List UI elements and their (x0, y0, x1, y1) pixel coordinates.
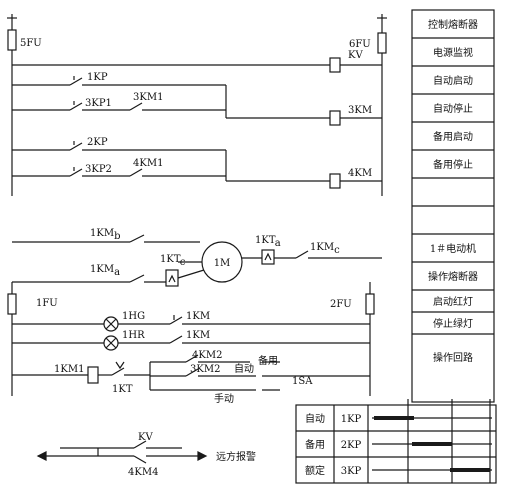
coil-3km (329, 110, 341, 126)
arrow-right (197, 451, 208, 461)
legend-item: 备用停止 (433, 158, 473, 171)
contact-1km-hg (169, 316, 183, 325)
label-4km2: 4KM2 (192, 350, 222, 361)
contact-1km-c (295, 250, 309, 259)
table-cell-contact: 3KP (341, 466, 362, 477)
coil-1kt-top-mark (264, 252, 272, 261)
contact-3kp2 (69, 168, 83, 177)
contact-kv-alarm (133, 440, 147, 449)
legend-item: 1＃电动机 (430, 242, 476, 255)
coil-1kt-mid-mark (168, 274, 176, 283)
table-frame (295, 404, 497, 484)
contact-4km2 (185, 354, 199, 363)
contact-3kp1 (69, 102, 83, 111)
contact-1km-b (129, 234, 145, 243)
legend-item: 操作回路 (433, 351, 473, 364)
contact-3km2 (185, 368, 199, 377)
legend-item: 电源监视 (433, 46, 473, 59)
label-4km1: 4KM1 (133, 158, 163, 169)
legend-item: 控制熔断器 (428, 18, 478, 31)
table-cell-contact: 2KP (341, 440, 362, 451)
coil-kv (329, 57, 341, 73)
label-manual: 手动 (214, 392, 234, 405)
lamp-1hg-x2 (105, 318, 117, 330)
label-2fu: 2FU (330, 299, 352, 310)
label-3km: 3KM (348, 105, 372, 116)
label-3km1: 3KM1 (133, 92, 163, 103)
label-kv-alarm: KV (138, 432, 153, 443)
label-3km2: 3KM2 (190, 364, 220, 375)
fuse-1fu (7, 293, 17, 315)
coil-4km (329, 173, 341, 189)
lamp-1hr-x2 (105, 337, 117, 349)
contact-1kt-delay (115, 361, 125, 370)
contact-1kp (69, 77, 83, 86)
label-1kp: 1KP (87, 72, 108, 83)
label-remote-alarm: 远方报警 (216, 450, 256, 463)
table-cell-contact: 1KP (341, 414, 362, 425)
label-3kp1: 3KP1 (85, 98, 112, 109)
label-6fu: 6FU (349, 39, 371, 50)
label-auto: 自动 (234, 362, 254, 375)
table-cell-mode: 额定 (305, 464, 325, 477)
label-1km-c: 1KMc (310, 242, 340, 256)
label-1km1: 1KM1 (54, 364, 84, 375)
legend-item: 操作熔断器 (428, 270, 478, 283)
legend-item: 自动启动 (433, 74, 473, 87)
legend-item: 备用启动 (433, 130, 473, 143)
contact-3km1 (129, 102, 143, 111)
label-1km-b: 1KMb (90, 228, 120, 242)
label-2kp: 2KP (87, 137, 108, 148)
legend-item: 启动红灯 (433, 295, 473, 308)
label-1km-hg: 1KM (186, 311, 210, 322)
label-4km: 4KM (348, 168, 372, 179)
legend-item: 停止绿灯 (433, 317, 473, 330)
contact-4km1 (129, 168, 143, 177)
contact-1kt (111, 367, 125, 376)
fuse-6fu (377, 32, 387, 54)
coil-1km1 (87, 366, 99, 384)
fuse-2fu (365, 293, 375, 315)
label-1kt-bottom: 1KT (112, 384, 133, 395)
label-1fu: 1FU (36, 298, 58, 309)
label-4km4: 4KM4 (128, 467, 158, 478)
switch-position-table: 自动 1KP 备用 2KP 额定 3KP (295, 399, 497, 484)
fuse-5fu (7, 29, 17, 51)
label-1sa: 1SA (292, 376, 313, 387)
label-3kp2: 3KP2 (85, 164, 112, 175)
label-1kt-mid: 1KTc (160, 254, 186, 268)
label-1kt-top: 1KTa (255, 235, 281, 249)
contact-4km4-alarm (133, 455, 147, 464)
wire-motor-low-c (177, 269, 205, 279)
label-5fu: 5FU (20, 38, 42, 49)
arrow-left (36, 451, 47, 461)
table-cell-mode: 备用 (305, 438, 325, 451)
label-1m: 1M (214, 258, 231, 269)
contact-1km-a (129, 274, 145, 283)
label-1km-hr: 1KM (186, 330, 210, 341)
coil-1kt-top (261, 249, 275, 265)
coil-1kt-mid (165, 269, 179, 287)
label-1hg: 1HG (122, 311, 145, 322)
legend-item: 自动停止 (433, 102, 473, 115)
contact-2kp (69, 142, 83, 151)
label-standby: 备用 (258, 354, 278, 367)
label-1km-a: 1KMa (90, 264, 120, 278)
label-1hr: 1HR (122, 330, 145, 341)
contact-1km-hr (169, 335, 183, 344)
table-cell-mode: 自动 (305, 412, 325, 425)
label-kv: KV (348, 50, 363, 61)
